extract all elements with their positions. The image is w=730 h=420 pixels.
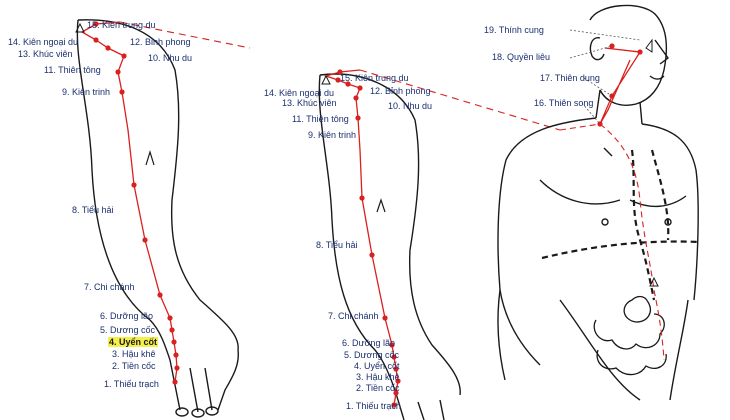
middle-label-4: 4. Uyển cốt (354, 361, 400, 371)
left-label-12: 12. Bỉnh phong (130, 37, 191, 47)
torso-flow-arrow-icon (603, 147, 613, 157)
left-label-11: 11. Thiên tông (44, 65, 101, 75)
left-label-2: 2. Tiền cốc (112, 361, 156, 371)
middle-label-9: 9. Kiên trinh (308, 130, 357, 140)
left-label-1: 1. Thiếu trạch (104, 379, 159, 389)
middle-acupoints (335, 69, 401, 408)
left-label-13: 13. Khúc viên (18, 49, 73, 59)
middle-meridian-dash (359, 69, 561, 131)
middle-label-1: 1. Thiếu trạch (346, 401, 401, 411)
middle-label-8: 8. Tiểu hải (316, 240, 358, 250)
left-label-6: 6. Dưỡng lão (100, 311, 153, 321)
left-acupoints (93, 21, 180, 385)
left-triangle-icon (75, 22, 85, 33)
left-label-14: 14. Kiên ngoại du (8, 37, 79, 47)
middle-label-13: 13. Khúc viên (282, 98, 337, 108)
middle-label-3: 3. Hậu khê (356, 372, 400, 382)
left-label-4-highlighted: 4. Uyển cốt (108, 337, 159, 347)
left-meridian-dash (119, 21, 251, 49)
torso-label-18: 18. Quyền liêu (492, 52, 551, 62)
left-label-9: 9. Kiên trinh (62, 87, 111, 97)
middle-label-11: 11. Thiên tông (292, 114, 349, 124)
middle-label-2: 2. Tiền cốc (356, 383, 400, 393)
torso-label-16: 16. Thiên song (534, 98, 594, 108)
abdomen-triangle-icon (649, 276, 659, 287)
left-flow-arrow-icon (145, 149, 155, 166)
left-label-5: 5. Dương cốc (100, 325, 155, 335)
left-arm-outline (76, 19, 240, 418)
torso-label-17: 17. Thiên dung (540, 73, 600, 83)
middle-label-5: 5. Dương cốc (344, 350, 399, 360)
torso-meridian-dash (559, 123, 601, 131)
face-triangle-icon (645, 38, 653, 53)
left-label-10: 10. Nhu du (148, 53, 193, 63)
middle-triangle-icon (321, 74, 331, 85)
middle-flow-arrow-icon (376, 198, 386, 213)
left-label-7: 7. Chi chánh (84, 282, 135, 292)
intestine-outline (593, 295, 667, 376)
torso-leader-lines (569, 29, 641, 125)
left-label-15: 15. Kiên trung du (87, 20, 156, 30)
middle-arm-outline (318, 73, 461, 420)
internal-meridian-dash (599, 123, 665, 361)
torso-meridian-line (599, 47, 642, 125)
middle-label-15: 15. Kiên trung du (340, 73, 409, 83)
left-label-3: 3. Hậu khê (112, 349, 156, 359)
middle-label-6: 6. Dưỡng lão (342, 338, 395, 348)
left-label-8: 8. Tiểu hải (72, 205, 114, 215)
middle-label-14: 14. Kiên ngoại du (264, 88, 335, 98)
middle-label-7: 7. Chi chánh (328, 311, 379, 321)
middle-label-10: 10. Nhu du (388, 101, 433, 111)
torso-label-19: 19. Thính cung (484, 25, 544, 35)
middle-label-12: 12. Bỉnh phong (370, 86, 431, 96)
organ-outline-dashed (541, 149, 701, 301)
torso-outline (497, 4, 699, 401)
